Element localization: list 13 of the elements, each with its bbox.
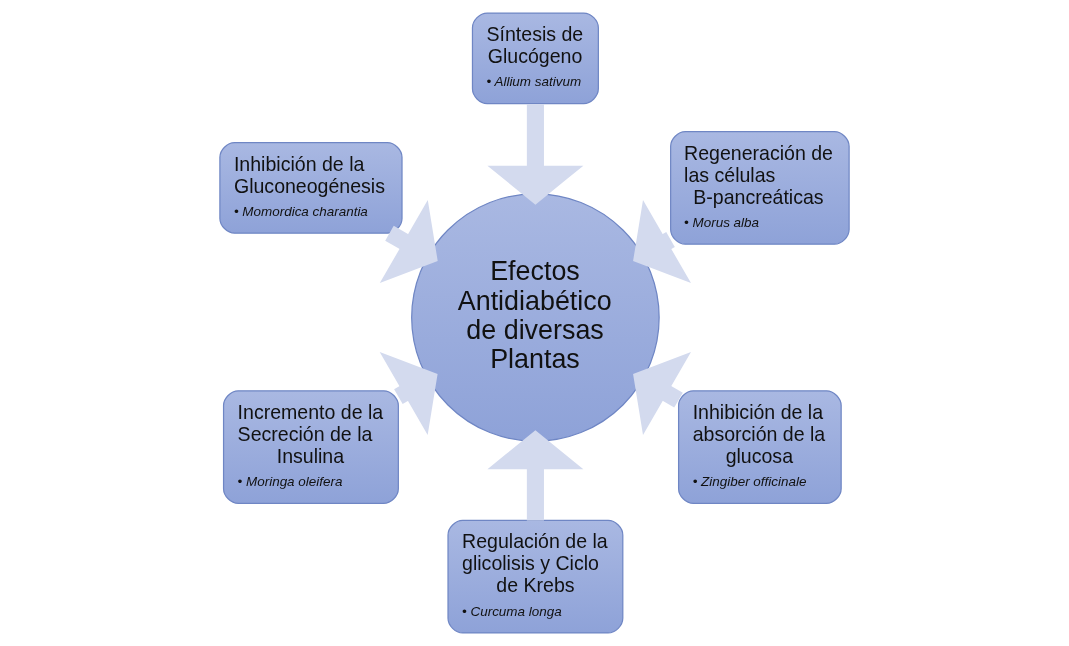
node-box: Regulación de la glicolisis y Ciclo de Krebs • Curcuma longa — [447, 519, 624, 634]
arrow — [379, 200, 438, 284]
node-box: Síntesis de Glucógeno • Allium sativum — [471, 12, 599, 105]
node-circle: Efectos Antidiabético de diversas Plantas — [411, 193, 660, 442]
arrow — [633, 351, 691, 435]
arrow — [487, 430, 584, 521]
arrow — [379, 352, 438, 436]
node-box: Regeneración de las células B-pancreáticas • Morus alba — [670, 131, 850, 245]
node-box: Inhibición de la Gluconeogénesis • Momordica charantia — [219, 142, 403, 234]
node-box: Incremento de la Secreción de la Insulina • Moringa oleifera — [222, 390, 399, 504]
arrow — [487, 104, 584, 205]
arrow — [633, 200, 691, 284]
node-box: Inhibición de la absorción de la glucosa • Zingiber officinale — [678, 390, 842, 504]
